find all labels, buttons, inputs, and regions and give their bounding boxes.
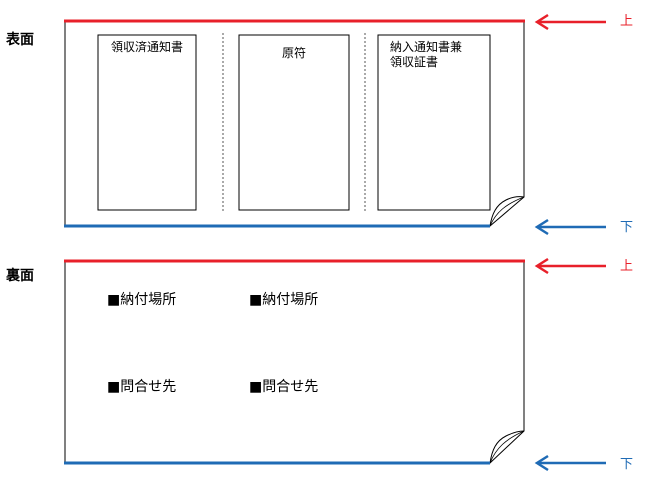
back-curl-inner — [489, 430, 525, 464]
front-curl — [489, 196, 525, 227]
back-bottom-label: 下 — [620, 457, 634, 472]
front-bottom-label: 下 — [620, 220, 634, 235]
back-field-payment-place-2: ■納付場所 — [249, 292, 319, 308]
back-field-inquiry-1: ■問合せ先 — [107, 379, 177, 395]
back-field-inquiry-2: ■問合せ先 — [249, 379, 319, 395]
front-panel-1-box — [97, 34, 197, 211]
front-panel-1-label: 領収済通知書 — [110, 40, 183, 54]
back-field-payment-place-1: ■納付場所 — [107, 292, 177, 308]
back-top-arrow — [534, 257, 606, 275]
front-panel-2-label: 原符 — [281, 46, 306, 60]
front-bottom-arrow — [534, 218, 606, 236]
front-sheet — [64, 13, 606, 236]
front-panel-3-box — [377, 34, 491, 211]
front-panel-2-box — [238, 34, 350, 211]
front-top-label: 上 — [620, 14, 634, 29]
back-bottom-arrow — [534, 454, 606, 472]
back-top-label: 上 — [620, 259, 634, 274]
front-side-label: 表面 — [6, 32, 34, 48]
back-side-label: 裏面 — [6, 268, 34, 284]
back-curl — [489, 430, 525, 464]
front-curl-inner — [489, 196, 525, 227]
front-panel-3-label: 納入通知書兼 領収証書 — [390, 40, 463, 69]
front-top-arrow — [534, 13, 606, 31]
back-sheet — [64, 257, 606, 472]
